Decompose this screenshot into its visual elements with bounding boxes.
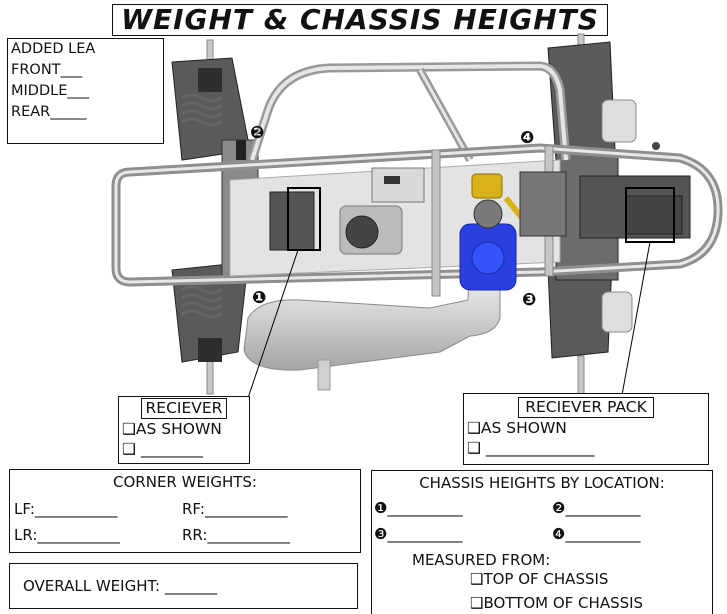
- added-lead-rear[interactable]: REAR_____: [11, 104, 87, 120]
- receiver-leader: [247, 249, 299, 399]
- left-hub-bottom: [198, 338, 222, 362]
- exhaust-pipe: [243, 247, 501, 371]
- left-spring-top: [181, 93, 223, 127]
- right-shock-cap: [652, 142, 660, 150]
- page-title: WEIGHT & CHASSIS HEIGHTS: [112, 4, 608, 36]
- marker-1: ❶: [252, 288, 267, 308]
- right-shock-bottom: [601, 291, 633, 333]
- receiver-box: RECIEVER ❑AS SHOWN ❑ ________: [118, 396, 250, 464]
- receiver-label: RECIEVER: [140, 398, 228, 419]
- added-lead-front[interactable]: FRONT___: [11, 62, 83, 78]
- right-shock-top: [601, 99, 637, 143]
- added-lead-middle[interactable]: MIDDLE___: [11, 83, 90, 99]
- engine-carb: [473, 199, 503, 229]
- chassis-heights-title: CHASSIS HEIGHTS BY LOCATION:: [419, 474, 665, 492]
- receiver-pack-box: RECIEVER PACK ❑AS SHOWN ❑ ______________: [463, 393, 709, 465]
- corner-weight-rf[interactable]: RF:___________: [182, 500, 288, 518]
- receiver-pack-option-other[interactable]: ❑ ______________: [467, 439, 595, 457]
- left-spring-bottom: [181, 285, 223, 319]
- engine-head: [471, 241, 505, 275]
- receiver-pack-label: RECIEVER PACK: [518, 397, 654, 418]
- servo-horn: [384, 176, 400, 184]
- overall-weight-box: OVERALL WEIGHT: _______: [9, 563, 358, 609]
- fuel-cap: [345, 215, 379, 249]
- roll-cage-brace-hl: [418, 69, 472, 161]
- corner-weight-lr[interactable]: LR:___________: [14, 526, 120, 544]
- measured-from-label: MEASURED FROM:: [412, 551, 551, 569]
- corner-weights-box: CORNER WEIGHTS: LF:___________ RF:______…: [9, 469, 361, 553]
- gold-link: [503, 196, 525, 220]
- corner-weight-rr[interactable]: RR:___________: [182, 526, 290, 544]
- marker-4: ❹: [520, 128, 535, 148]
- left-hub-top: [198, 68, 222, 92]
- added-lead-heading: ADDED LEA: [11, 41, 96, 57]
- gearbox: [519, 171, 567, 237]
- measured-from-top[interactable]: ❑TOP OF CHASSIS: [470, 570, 609, 588]
- marker-3: ❸: [522, 290, 537, 310]
- added-lead-box: ADDED LEA FRONT___ MIDDLE___ REAR_____: [7, 38, 164, 144]
- gold-mount: [471, 173, 503, 199]
- chassis-height-loc1[interactable]: ❶__________: [374, 499, 463, 517]
- left-axle-bottom: [206, 359, 214, 395]
- exhaust-mount: [317, 359, 331, 391]
- roll-cage-inner: [250, 63, 568, 161]
- chassis-height-loc2[interactable]: ❷__________: [552, 499, 641, 517]
- marker-2: ❷: [250, 123, 265, 143]
- chassis-heights-box: CHASSIS HEIGHTS BY LOCATION: ❶__________…: [371, 470, 713, 614]
- right-axle-bottom: [577, 355, 585, 397]
- receiver-pack-leader: [621, 241, 651, 396]
- left-shock-top: [236, 140, 246, 160]
- corner-weight-lf[interactable]: LF:___________: [14, 500, 118, 518]
- measured-from-bottom[interactable]: ❑BOTTOM OF CHASSIS: [470, 594, 644, 612]
- servo-left: [269, 191, 315, 251]
- overall-weight-field[interactable]: OVERALL WEIGHT: _______: [23, 577, 218, 595]
- receiver-option-shown[interactable]: ❑AS SHOWN: [122, 420, 222, 438]
- chassis-height-loc4[interactable]: ❹__________: [552, 525, 641, 543]
- receiver-pack-option-shown[interactable]: ❑AS SHOWN: [467, 419, 567, 437]
- frame-crossbar-1: [431, 149, 441, 297]
- chassis-frame-hl: [114, 146, 720, 284]
- rear-bumper-block: [625, 195, 683, 235]
- receiver-option-other[interactable]: ❑ ________: [122, 440, 203, 458]
- chassis-height-loc3[interactable]: ❸__________: [374, 525, 463, 543]
- corner-weights-title: CORNER WEIGHTS:: [113, 473, 257, 491]
- servo-top: [371, 167, 425, 203]
- receiver-outline: [287, 187, 321, 251]
